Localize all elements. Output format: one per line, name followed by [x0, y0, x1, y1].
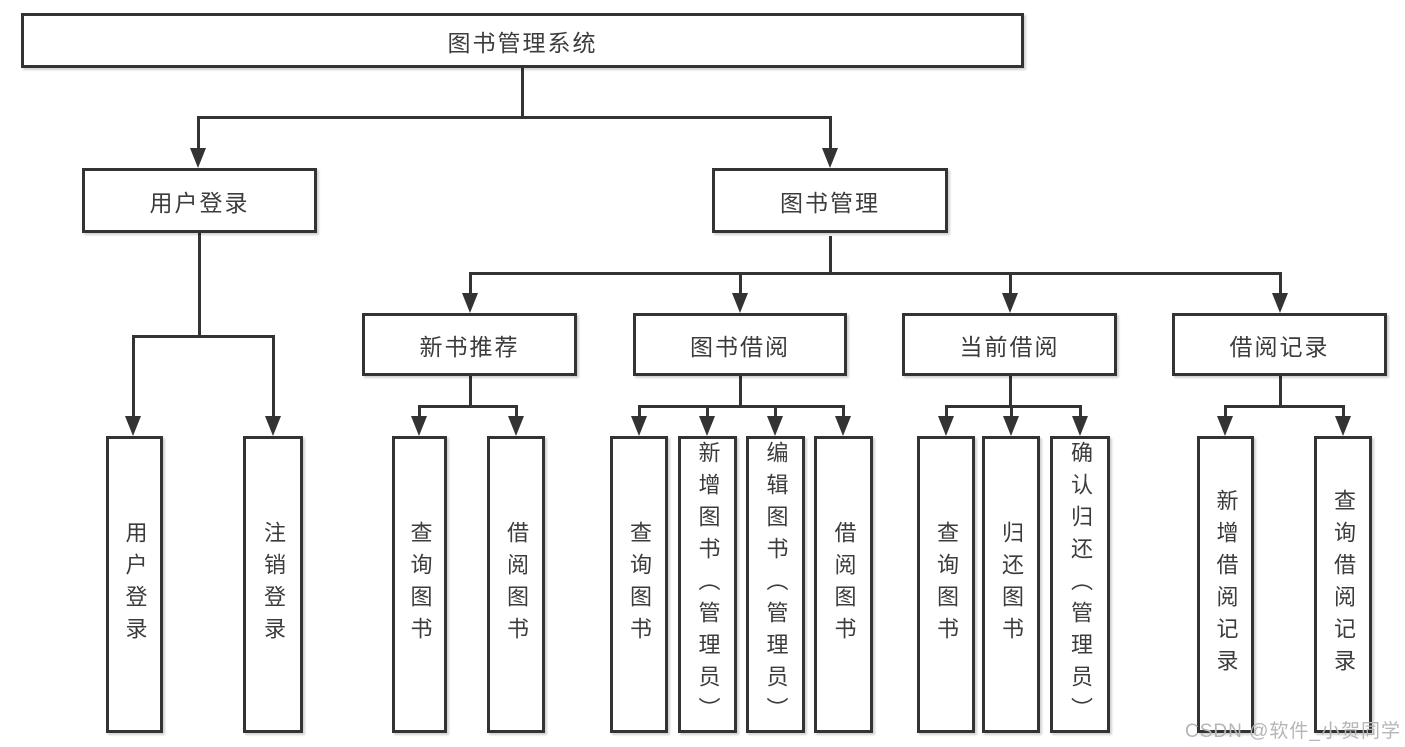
leaf-query-borrow-record: 查询借阅记录	[1314, 436, 1372, 733]
leaf-confirm-return-admin: 确认归还（管理员）	[1050, 436, 1110, 733]
arrow-down-icon	[190, 148, 206, 168]
arrow-down-icon	[265, 416, 281, 436]
node-label: 归还图书	[999, 520, 1024, 649]
connector-line	[132, 335, 275, 338]
arrow-down-icon	[508, 416, 524, 436]
leaf-query-books-borrow: 查询图书	[610, 436, 668, 733]
connector-line	[515, 405, 518, 418]
connector-line	[132, 335, 135, 418]
connector-line	[739, 376, 742, 407]
connector-line	[1010, 405, 1013, 418]
node-label: 确认归还（管理员）	[1068, 440, 1093, 729]
connector-line	[638, 405, 641, 418]
connector-line	[1009, 376, 1012, 407]
node-label: 图书借阅	[690, 333, 790, 360]
connector-line	[1342, 405, 1345, 418]
arrow-down-icon	[1272, 293, 1288, 313]
arrow-down-icon	[1002, 293, 1018, 313]
arrow-down-icon	[1003, 416, 1019, 436]
arrow-down-icon	[699, 416, 715, 436]
node-label: 图书管理	[780, 189, 880, 216]
node-root: 图书管理系统	[21, 13, 1024, 68]
leaf-borrow-books-recommend: 借阅图书	[487, 436, 545, 733]
node-label: 新书推荐	[419, 333, 520, 360]
node-label: 查询图书	[627, 520, 652, 649]
watermark: CSDN @软件_小贺同学	[1185, 721, 1401, 742]
node-book-borrow: 图书借阅	[633, 313, 847, 376]
arrow-down-icon	[411, 416, 427, 436]
node-user-login: 用户登录	[82, 168, 317, 233]
connector-line	[1279, 272, 1282, 296]
node-label: 查询图书	[407, 520, 433, 649]
node-label: 用户登录	[149, 189, 250, 216]
arrow-down-icon	[732, 293, 748, 313]
arrow-down-icon	[462, 293, 478, 313]
leaf-query-books-current: 查询图书	[917, 436, 975, 733]
leaf-logout: 注销登录	[243, 436, 303, 733]
connector-line	[197, 116, 200, 150]
node-label: 当前借阅	[959, 333, 1060, 360]
node-borrow-records: 借阅记录	[1172, 313, 1387, 376]
arrow-down-icon	[835, 416, 851, 436]
connector-line	[829, 116, 832, 150]
node-label: 用户登录	[122, 520, 148, 649]
leaf-query-books-recommend: 查询图书	[392, 436, 447, 733]
connector-line	[638, 405, 845, 408]
node-label: 新增图书（管理员）	[695, 440, 721, 729]
connector-line	[272, 335, 275, 418]
node-label: 查询借阅记录	[1331, 488, 1356, 681]
connector-line	[198, 233, 201, 338]
connector-line	[829, 236, 832, 274]
connector-line	[945, 405, 1082, 408]
connector-line	[197, 116, 832, 119]
node-label: 新增借阅记录	[1213, 488, 1239, 681]
arrow-down-icon	[822, 148, 838, 168]
node-label: 编辑图书（管理员）	[763, 440, 789, 729]
connector-line	[1079, 405, 1082, 418]
node-label: 查询图书	[934, 520, 959, 649]
leaf-add-borrow-record: 新增借阅记录	[1197, 436, 1254, 733]
arrow-down-icon	[767, 416, 783, 436]
node-new-book-recommend: 新书推荐	[362, 313, 577, 376]
arrow-down-icon	[125, 416, 141, 436]
leaf-user-login: 用户登录	[106, 436, 163, 733]
leaf-add-book-admin: 新增图书（管理员）	[678, 436, 737, 733]
arrow-down-icon	[938, 416, 954, 436]
node-label: 借阅图书	[504, 520, 529, 649]
arrow-down-icon	[631, 416, 647, 436]
connector-line	[418, 405, 518, 408]
connector-line	[1279, 376, 1282, 407]
arrow-down-icon	[1335, 416, 1351, 436]
node-label: 注销登录	[261, 520, 286, 649]
node-book-management: 图书管理	[712, 168, 948, 233]
connector-line	[1009, 272, 1012, 296]
connector-line	[1224, 405, 1227, 418]
connector-line	[842, 405, 845, 418]
connector-line	[706, 405, 709, 418]
leaf-borrow-books: 借阅图书	[814, 436, 873, 733]
connector-line	[469, 272, 1282, 275]
arrow-down-icon	[1072, 416, 1088, 436]
connector-line	[1224, 405, 1345, 408]
arrow-down-icon	[1217, 416, 1233, 436]
connector-line	[521, 68, 524, 118]
connector-line	[418, 405, 421, 418]
leaf-edit-book-admin: 编辑图书（管理员）	[746, 436, 805, 733]
connector-line	[469, 376, 472, 407]
node-label: 图书管理系统	[447, 29, 598, 56]
node-current-borrow: 当前借阅	[902, 313, 1117, 376]
connector-line	[739, 272, 742, 296]
connector-line	[774, 405, 777, 418]
node-label: 借阅记录	[1229, 333, 1330, 360]
leaf-return-book: 归还图书	[982, 436, 1040, 733]
connector-line	[469, 272, 472, 296]
node-label: 借阅图书	[831, 520, 857, 649]
connector-line	[945, 405, 948, 418]
